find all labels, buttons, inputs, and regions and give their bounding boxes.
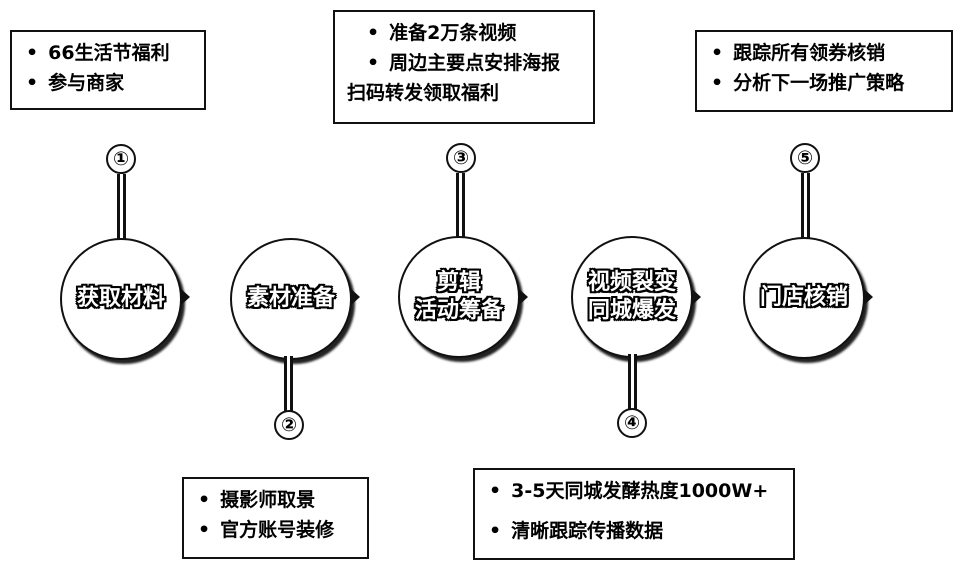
step-5-note-1: 跟踪所有领券核销: [711, 38, 943, 68]
step-2-number-badge: ②: [274, 410, 304, 440]
step-1-note-2: 参与商家: [26, 68, 196, 98]
step-3-node: 剪辑 活动筹备: [398, 236, 520, 358]
step-5-note-2: 分析下一场推广策略: [711, 68, 943, 98]
step-3-note-1: 准备2万条视频: [347, 18, 585, 48]
step-1-node: 获取材料: [60, 238, 182, 360]
step-5-connector: [801, 173, 810, 242]
step-4-notes-box: 3-5天同城发酵热度1000W+ 清晰跟踪传播数据: [473, 468, 795, 560]
step-2-arrow-tip: [350, 288, 360, 306]
step-3-connector: [456, 173, 465, 242]
step-2-notes-box: 摄影师取景 官方账号装修: [182, 477, 369, 559]
step-4-arrow-tip: [691, 288, 701, 306]
step-3-arrow-tip: [518, 288, 528, 306]
step-4-note-1: 3-5天同城发酵热度1000W+: [489, 476, 785, 506]
step-2-connector: [284, 356, 293, 412]
step-3-notes-box: 准备2万条视频 周边主要点安排海报 扫码转发领取福利: [333, 10, 595, 124]
step-2-note-1: 摄影师取景: [198, 485, 359, 515]
step-2-node: 素材准备: [230, 238, 352, 360]
step-1-arrow-tip: [180, 288, 190, 306]
step-1-note-1: 66生活节福利: [26, 38, 196, 68]
step-1-notes-box: 66生活节福利 参与商家: [10, 30, 206, 110]
step-5-arrow-tip: [863, 288, 873, 306]
step-1-number-badge: ①: [106, 144, 136, 174]
step-3-number-badge: ③: [446, 143, 476, 173]
step-5-node: 门店核销: [743, 237, 865, 359]
step-1-connector: [117, 174, 126, 242]
step-4-number-badge: ④: [617, 408, 647, 438]
step-5-notes-box: 跟踪所有领券核销 分析下一场推广策略: [695, 30, 953, 112]
step-4-note-2: 清晰跟踪传播数据: [489, 516, 785, 546]
step-3-note-2: 周边主要点安排海报: [347, 48, 585, 78]
step-4-node: 视频裂变 同城爆发: [571, 236, 693, 358]
step-2-note-2: 官方账号装修: [198, 515, 359, 545]
step-4-connector: [628, 354, 637, 410]
step-3-note-2-continued: 扫码转发领取福利: [347, 82, 500, 104]
step-5-number-badge: ⑤: [790, 143, 820, 173]
